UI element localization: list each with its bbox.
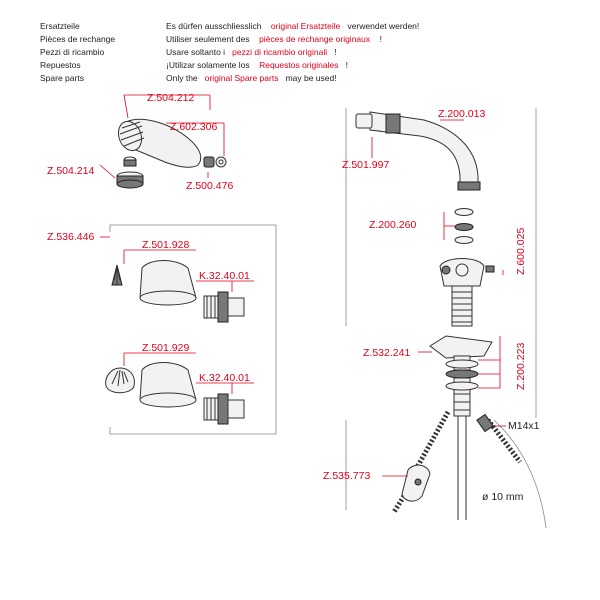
- lang-fr: Pièces de rechange: [40, 34, 116, 44]
- label-z501928: Z.501.928: [142, 239, 189, 251]
- aerator-small: [123, 156, 137, 167]
- label-z504212: Z.504.212: [147, 92, 194, 104]
- notice-text: Only the: [166, 73, 198, 83]
- label-z200223: Z.200.223: [515, 343, 527, 390]
- lang-es: Repuestos: [40, 60, 81, 70]
- lang-de: Ersatzteile: [40, 21, 80, 31]
- cartridge-2: [203, 393, 245, 425]
- original-parts-notice: Es dürfen ausschliesslich original Ersat…: [166, 20, 419, 85]
- notice-line-it: Usare soltanto i pezzi di ricambio origi…: [166, 46, 419, 59]
- washer-stack: [445, 359, 479, 391]
- leader: [123, 94, 129, 119]
- label-z535773: Z.535.773: [323, 470, 370, 482]
- label-z532241: Z.532.241: [363, 347, 410, 359]
- handle-cone-1: [139, 260, 197, 306]
- notice-line-de: Es dürfen ausschliesslich original Ersat…: [166, 20, 419, 33]
- notice-text: !: [345, 60, 348, 70]
- label-z536446: Z.536.446: [47, 231, 94, 243]
- label-k3240-2: K.32.40.01: [199, 372, 250, 384]
- supply-tubes: [457, 416, 467, 520]
- label-z200260: Z.200.260: [369, 219, 416, 231]
- notice-text: !: [379, 34, 382, 44]
- hose-connector: [401, 464, 431, 502]
- valve-body: [439, 258, 485, 327]
- notice-text: ¡Utilizar solamente los: [166, 60, 250, 70]
- notice-highlight: pezzi di ricambio originali: [232, 47, 328, 57]
- spout-tip: [355, 113, 373, 129]
- notice-text: Usare soltanto i: [166, 47, 226, 57]
- label-diameter: ø 10 mm: [482, 491, 524, 503]
- label-z501929: Z.501.929: [142, 342, 189, 354]
- notice-line-fr: Utiliser seulement des pièces de rechang…: [166, 33, 419, 46]
- handle-cap-1: [111, 264, 123, 286]
- notice-line-en: Only the original Spare parts may be use…: [166, 72, 419, 85]
- label-z600025: Z.600.025: [515, 228, 527, 275]
- notice-text: Es dürfen ausschliesslich: [166, 21, 262, 31]
- language-list: Ersatzteile Pièces de rechange Pezzi di …: [40, 20, 115, 85]
- handle-cone-2: [139, 362, 197, 408]
- spray-insert: [116, 171, 144, 189]
- notice-text: Utiliser seulement des: [166, 34, 250, 44]
- notice-highlight: original Spare parts: [204, 73, 279, 83]
- spray-head-group: Z.504.212 Z.602.306 Z.504.214 Z.500.476: [47, 92, 233, 192]
- cartridge-1: [203, 291, 245, 323]
- spout: [355, 111, 481, 191]
- notice-line-es: ¡Utilizar solamente los Requestos origin…: [166, 59, 419, 72]
- notice-text: may be used!: [285, 73, 337, 83]
- braided-hose-right: [476, 413, 522, 464]
- leader: [99, 164, 116, 179]
- set-screw: [485, 265, 495, 273]
- label-z501997: Z.501.997: [342, 159, 389, 171]
- spout-base: [457, 181, 481, 191]
- spout-aerator: [385, 113, 401, 134]
- o-ring-set-top: [454, 208, 474, 244]
- label-z504214: Z.504.214: [47, 165, 94, 177]
- hose-connector-small: [203, 156, 227, 168]
- notice-highlight: Requestos originales: [259, 60, 339, 70]
- handle-group: Z.536.446 Z.501.928 K.32.40.01: [47, 224, 277, 435]
- notice-highlight: pièces de rechange originaux: [259, 34, 371, 44]
- lang-en: Spare parts: [40, 73, 84, 83]
- handle-cap-2: [105, 367, 135, 394]
- lang-it: Pezzi di ricambio: [40, 47, 105, 57]
- faucet-frame-curve: [493, 419, 547, 529]
- notice-highlight: original Ersatzteile: [270, 21, 341, 31]
- handle-group-frame: [109, 224, 277, 435]
- notice-text: !: [334, 47, 337, 57]
- label-z200013: Z.200.013: [438, 108, 485, 120]
- label-k3240-1: K.32.40.01: [199, 270, 250, 282]
- spray-head-grip-lines: [119, 121, 145, 147]
- faucet-body-group: Z.501.997 Z.200.013 Z.200.260 Z.600.025: [323, 108, 547, 529]
- label-z602306: Z.602.306: [170, 121, 217, 133]
- label-m14x1: M14x1: [508, 420, 540, 432]
- label-z500476: Z.500.476: [186, 180, 233, 192]
- notice-text: verwendet werden!: [347, 21, 420, 31]
